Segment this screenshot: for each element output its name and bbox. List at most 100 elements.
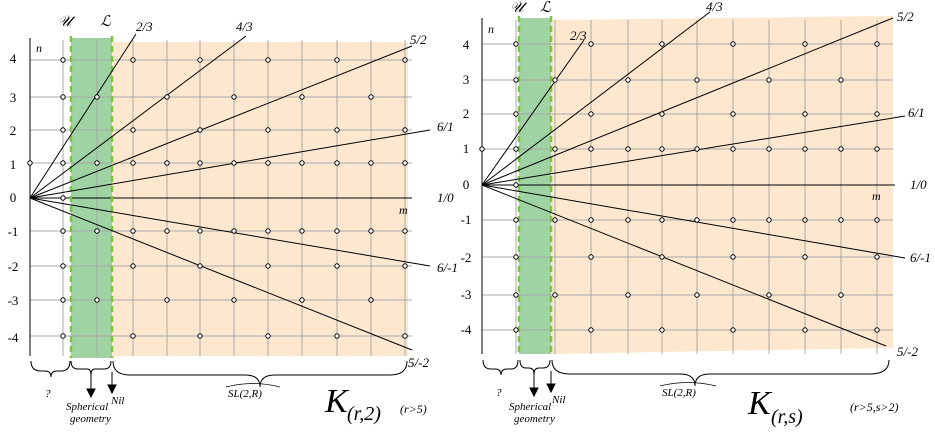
- right-lattice-point: [588, 327, 594, 333]
- left-n-axis-label: n: [36, 41, 42, 55]
- right-lattice-point: [625, 77, 631, 83]
- left-lattice-point: [265, 333, 271, 339]
- right-lattice-point: [588, 41, 594, 47]
- left-lattice-point: [197, 160, 203, 166]
- right-lattice-point: [659, 327, 665, 333]
- left-lattice-point: [130, 263, 136, 269]
- right-slope-label: 2/3: [570, 28, 587, 43]
- right-lattice-point: [802, 146, 808, 152]
- right-lattice-point: [874, 217, 880, 223]
- right-lattice-point: [659, 254, 665, 260]
- right-lattice-point: [513, 111, 519, 117]
- left-lattice-point: [265, 263, 271, 269]
- left-lattice-point: [164, 297, 170, 303]
- right-knot-sub: (r,s): [771, 406, 803, 428]
- right-lattice-point: [694, 217, 700, 223]
- right-slope-lines: [481, 11, 906, 347]
- left-lattice-point: [334, 127, 340, 133]
- right-lattice-point: [874, 41, 880, 47]
- left-slope-label: 5/-2: [408, 355, 429, 370]
- left-lattice-point: [265, 127, 271, 133]
- left-lattice-point: [60, 333, 66, 339]
- right-lattice-point: [659, 217, 665, 223]
- left-lattice-point: [130, 228, 136, 234]
- right-lattice-point: [730, 327, 736, 333]
- left-nil-arrowhead: [107, 384, 117, 395]
- left-knot-sub: (r,2): [347, 403, 381, 425]
- left-geometry-label: geometry: [70, 413, 111, 425]
- right-lattice-point: [513, 292, 519, 298]
- left-lattice-point: [402, 333, 408, 339]
- right-y-tick: 0: [463, 177, 470, 192]
- left-lattice-point: [60, 228, 66, 234]
- left-lattice-point: [231, 228, 237, 234]
- right-slope-line-6-1: [481, 115, 906, 186]
- left-y-tick: -4: [8, 330, 19, 345]
- left-slope-line-6-m1: [29, 197, 431, 267]
- left-lattice-point: [130, 333, 136, 339]
- left-y-tick: -2: [8, 259, 19, 274]
- right-slope-label: 5/-2: [897, 344, 918, 359]
- right-spherical-label: Spherical: [509, 401, 551, 413]
- left-points: [27, 57, 408, 339]
- left-lattice-point: [60, 127, 66, 133]
- right-lattice-point: [874, 327, 880, 333]
- right-y-ticks: 4 3 2 1 0 -1 -2 -3 -4: [461, 37, 472, 337]
- right-lattice-point: [838, 146, 844, 152]
- left-slope-label: 6/-1: [437, 260, 458, 275]
- left-lattice-point: [197, 263, 203, 269]
- right-slope-line-5-2: [481, 17, 894, 186]
- right-slope-label: 4/3: [706, 0, 723, 14]
- left-sl2r-label: SL(2,R): [228, 388, 262, 400]
- left-lattice-point: [60, 297, 66, 303]
- left-y-tick: 0: [10, 190, 17, 205]
- left-lattice-point: [94, 297, 100, 303]
- left-lattice-point: [231, 297, 237, 303]
- right-brace-spherical: [519, 359, 551, 375]
- right-lattice-point: [513, 41, 519, 47]
- left-lattice-point: [130, 127, 136, 133]
- right-brace-unknown: [482, 359, 519, 376]
- right-lattice-point: [730, 254, 736, 260]
- right-lattice-point: [730, 41, 736, 47]
- left-spherical-label: Spherical: [66, 401, 108, 413]
- right-y-tick: -2: [461, 250, 472, 265]
- right-lattice-point: [802, 327, 808, 333]
- right-lattice-point: [513, 327, 519, 333]
- left-lattice-point: [231, 160, 237, 166]
- left-sl2r-region: [112, 42, 408, 356]
- right-y-tick: 2: [463, 106, 470, 121]
- right-nil-arrowhead: [546, 383, 556, 394]
- right-lattice-point: [479, 146, 485, 152]
- right-slope-line-5-m2: [481, 184, 887, 347]
- left-spherical-arrowhead: [86, 388, 96, 399]
- left-y-tick: 1: [10, 157, 17, 172]
- left-slope-line-2-3: [29, 33, 137, 199]
- left-lattice-point: [402, 160, 408, 166]
- right-lattice-point: [730, 111, 736, 117]
- right-lattice-point: [766, 146, 772, 152]
- right-lattice-point: [588, 254, 594, 260]
- left-lattice-point: [334, 160, 340, 166]
- right-lattice-point: [838, 217, 844, 223]
- left-slope-line-5-m2: [29, 197, 413, 351]
- left-slope-label: 1/0: [437, 190, 454, 205]
- right-lattice-point: [730, 146, 736, 152]
- left-lattice-point: [334, 263, 340, 269]
- right-lattice-point: [552, 77, 558, 83]
- right-lattice-point: [766, 77, 772, 83]
- left-y-tick: -1: [8, 224, 19, 239]
- right-lattice-point: [659, 111, 665, 117]
- left-slope-label: 2/3: [136, 19, 153, 34]
- right-y-tick: 4: [463, 37, 470, 52]
- left-y-tick: 4: [10, 51, 17, 66]
- right-lattice-point: [802, 41, 808, 47]
- left-lattice-point: [164, 160, 170, 166]
- right-lattice-point: [513, 217, 519, 223]
- left-y-tick: -3: [8, 293, 19, 308]
- right-y-tick: 1: [463, 141, 470, 156]
- left-lattice-point: [60, 57, 66, 63]
- right-lattice-point: [802, 111, 808, 117]
